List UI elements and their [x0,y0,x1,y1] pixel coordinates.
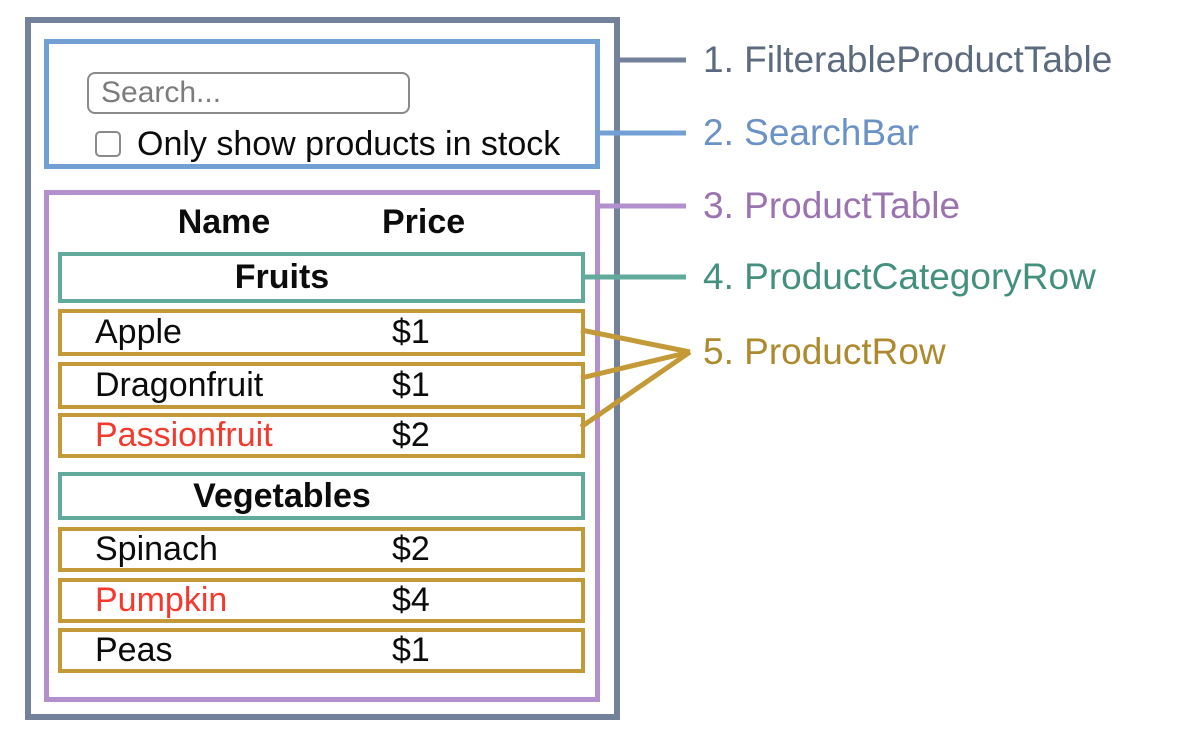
category-row-fruits: Fruits [58,252,585,303]
product-price: $2 [392,530,430,568]
legend-product-category-row: 4. ProductCategoryRow [703,256,1096,297]
product-price: $1 [392,631,430,669]
legend-filterable-product-table: 1. FilterableProductTable [703,39,1113,80]
legend-search-bar: 2. SearchBar [703,112,919,153]
product-price: $4 [392,581,430,619]
in-stock-checkbox-label: Only show products in stock [137,125,561,163]
column-header-name: Name [177,203,271,241]
search-bar-outline: Only show products in stock [44,39,600,169]
product-name: Peas [95,631,173,669]
product-row: Peas $1 [58,628,585,673]
product-row: Passionfruit $2 [58,413,585,458]
column-header-price: Price [382,203,466,241]
product-name: Dragonfruit [95,366,264,404]
category-row-vegetables: Vegetables [58,472,585,520]
product-price: $1 [392,313,430,351]
in-stock-checkbox[interactable] [95,131,121,157]
filterable-product-table-outline: Only show products in stock Name Price F… [25,17,620,720]
product-row: Dragonfruit $1 [58,362,585,409]
product-table-outline: Name Price Fruits Apple $1 Dragonfruit $… [44,190,600,702]
product-row: Apple $1 [58,309,585,356]
in-stock-filter: Only show products in stock [95,125,561,163]
category-label: Fruits [234,258,330,296]
product-name-out-of-stock: Pumpkin [95,581,228,619]
category-label: Vegetables [193,476,371,515]
product-row: Pumpkin $4 [58,578,585,623]
product-price: $1 [392,366,430,404]
product-name: Spinach [95,530,218,568]
legend-product-table: 3. ProductTable [703,185,961,226]
product-name: Apple [95,313,182,351]
product-row: Spinach $2 [58,527,585,572]
legend-product-row: 5. ProductRow [703,331,946,372]
product-name-out-of-stock: Passionfruit [95,416,273,454]
product-price: $2 [392,416,430,454]
search-input[interactable] [87,72,410,114]
